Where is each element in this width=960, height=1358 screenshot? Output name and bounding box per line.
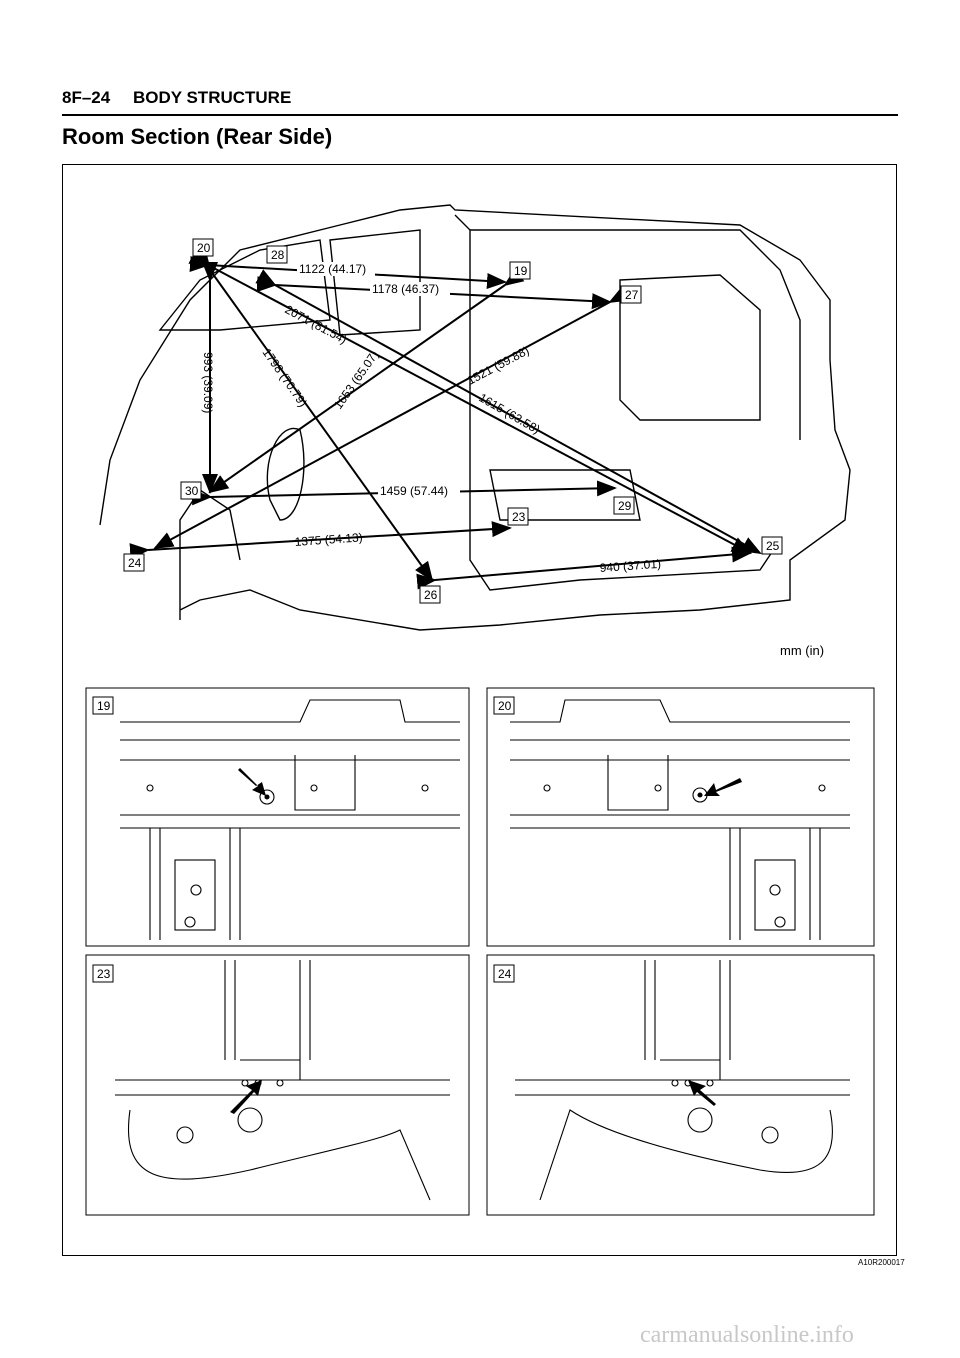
point-labels: 19 20 23 24 25 26 27 28 29 30 [123,238,783,604]
detail-panels [85,687,875,1216]
detail-label-24: 24 [498,967,512,981]
dim-1122: 1122 (44.17) [299,262,366,276]
arrow-19 [238,768,266,796]
arrow-20 [704,778,742,796]
point-28: 28 [271,248,285,262]
dim-940: 940 (37.01) [599,557,661,575]
detail-panel-23 [85,954,470,1216]
detail-19-drawing [120,699,460,940]
measurement-lines [129,249,762,590]
vehicle-outline [99,204,851,631]
point-27: 27 [625,288,639,302]
dim-993: 993 (39.09) [201,352,215,413]
point-25: 25 [766,539,780,553]
header-rule [62,114,898,116]
dim-1178: 1178 (46.37) [372,282,439,296]
detail-23-drawing [115,960,450,1201]
detail-panel-19 [85,687,470,947]
arrow-23 [230,1080,262,1114]
detail-labels: 19 20 23 24 [92,696,515,983]
watermark: carmanualsonline.info [640,1322,854,1348]
section-name: BODY STRUCTURE [132,88,292,107]
figure-code: A10R200017 [858,1258,905,1267]
detail-label-20: 20 [498,699,512,713]
detail-20-drawing [510,699,850,940]
dim-1375: 1375 (54.13) [294,530,363,549]
page-number: 8F–24 [62,88,111,107]
arrow-24 [688,1080,716,1106]
point-23: 23 [512,510,526,524]
units-label: mm (in) [780,643,825,658]
detail-panel-20 [486,687,875,947]
dimension-labels: 1122 (44.17) 1178 (46.37) 2071 (81.54) 9… [201,262,661,575]
detail-24-drawing [515,960,850,1201]
dim-1653: 1653 (65.07) [331,348,382,412]
point-26: 26 [424,588,438,602]
point-29: 29 [618,499,632,513]
dim-1798: 1798 (70.79) [260,346,311,410]
figure-frame [62,164,897,1256]
page-title: Room Section (Rear Side) [62,124,333,149]
dim-1459: 1459 (57.44) [380,484,448,498]
dim-1521: 1521 (59.88) [465,343,532,387]
point-24: 24 [128,556,142,570]
detail-panel-24 [486,954,875,1216]
detail-label-19: 19 [97,699,111,713]
detail-label-23: 23 [97,967,111,981]
point-19: 19 [514,264,528,278]
point-20: 20 [197,241,211,255]
page-header: 8F–24 BODY STRUCTURE [62,88,291,108]
point-30: 30 [185,484,199,498]
